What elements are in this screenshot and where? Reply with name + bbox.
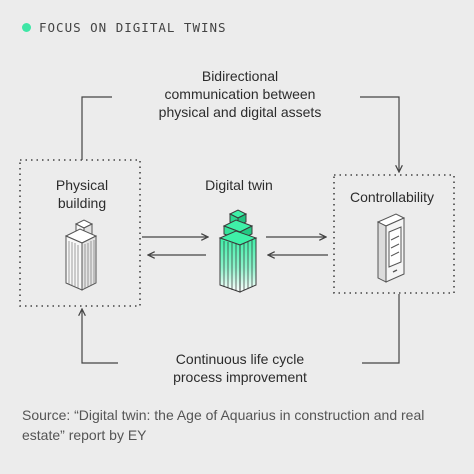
header-dot-icon (22, 23, 31, 32)
top-arrow (81, 96, 112, 160)
physical-building-box (19, 159, 141, 307)
controllability-label: Controllability (349, 189, 435, 205)
digital-twin-label: Digital twin (205, 177, 273, 193)
digital-twin-building-icon (218, 209, 258, 293)
bottom-arrow-start (362, 294, 400, 364)
building-icon (64, 219, 98, 291)
controllability-box (333, 174, 455, 294)
header-title: FOCUS ON DIGITAL TWINS (39, 20, 227, 35)
source-caption: Source: “Digital twin: the Age of Aquari… (22, 407, 425, 443)
top-arrow-end (360, 96, 399, 172)
header: FOCUS ON DIGITAL TWINS (22, 20, 227, 35)
phone-icon (376, 213, 406, 283)
bottom-arrow-end (82, 309, 118, 364)
